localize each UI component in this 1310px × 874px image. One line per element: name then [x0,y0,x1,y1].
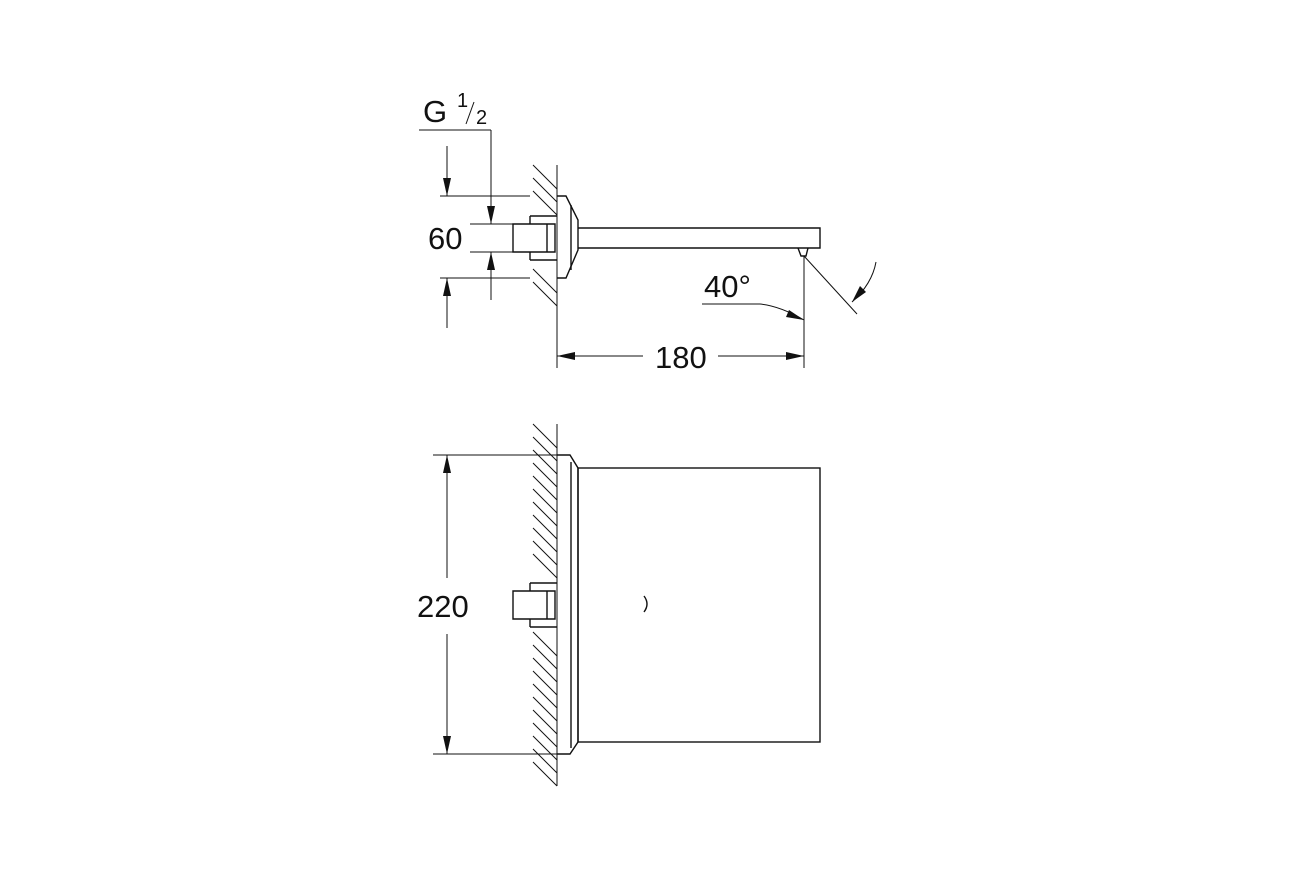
hatch-line [532,501,558,527]
hatch-line [532,527,558,553]
hatch-line [532,683,558,709]
hatch-line [532,449,558,475]
hatch-line [532,475,558,501]
side-view: G 1 2 60 [419,90,877,375]
hatch-line [532,540,558,566]
dim-projection-180: 180 [556,256,805,375]
hatch-line [532,657,558,683]
thread-label-denominator: 2 [476,107,487,129]
thread-label-main: G [423,94,447,129]
side-wall-hatching [532,164,558,310]
front-wall-hatching [532,423,558,787]
dim-offset-60: 60 [428,146,530,328]
dim-projection-label: 180 [655,340,707,375]
dim-angle-40: 40° [702,255,877,321]
hatch-line [532,735,558,761]
hatch-line [532,553,558,579]
front-view: 220 [417,423,821,787]
hatch-line [532,164,558,190]
dim-height-220: 220 [417,454,557,755]
hatch-line [532,709,558,735]
hatch-line [532,423,558,449]
hatch-line [532,644,558,670]
hatch-line [532,268,558,294]
hatch-line [532,488,558,514]
dim-height-label: 220 [417,589,469,624]
thread-label-numerator: 1 [457,90,468,112]
dim-angle-label: 40° [704,269,751,304]
side-spout-body [512,195,821,279]
hatch-line [532,696,558,722]
hatch-line [532,190,558,216]
hatch-line [532,462,558,488]
hatch-line [532,748,558,774]
dim-offset-label: 60 [428,221,462,256]
hatch-line [532,722,558,748]
hatch-line [532,631,558,657]
hatch-line [532,761,558,787]
hatch-line [532,281,558,307]
hatch-line [532,514,558,540]
thread-label: G 1 2 [419,90,495,224]
hatch-line [532,670,558,696]
hatch-line [532,436,558,462]
hatch-line [532,177,558,203]
front-spout-body [512,454,821,755]
